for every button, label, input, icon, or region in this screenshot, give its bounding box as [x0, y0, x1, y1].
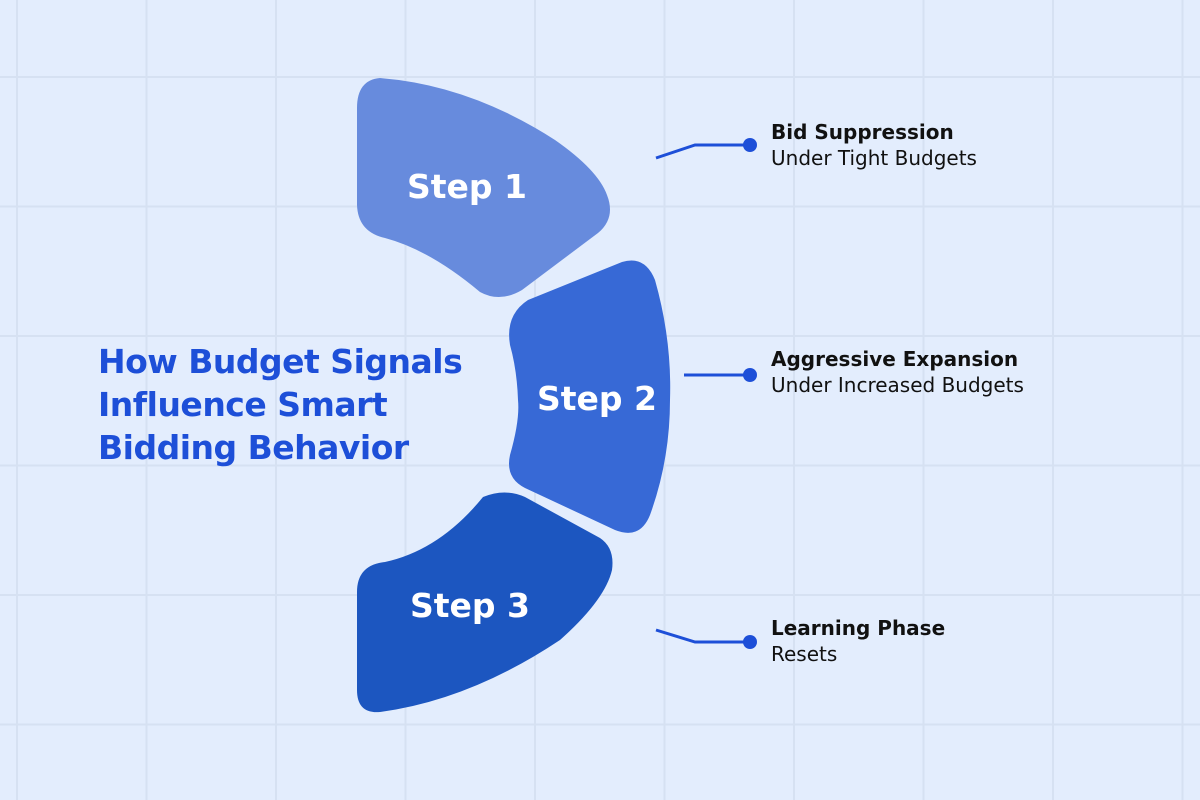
diagram-title: How Budget Signals Influence Smart Biddi… — [98, 340, 463, 469]
callout-step-1: Bid Suppression Under Tight Budgets — [771, 119, 977, 171]
step-1: Step 1 — [357, 78, 610, 298]
connector-dot-3 — [743, 635, 757, 649]
step-1-shape — [357, 78, 610, 298]
callout-subtitle: Under Tight Budgets — [771, 146, 977, 170]
step-2: Step 2 — [509, 260, 671, 533]
callout-title: Learning Phase — [771, 616, 946, 640]
title-line: How Budget Signals — [98, 342, 463, 381]
connector-dot-2 — [743, 368, 757, 382]
step-1-label: Step 1 — [407, 167, 527, 206]
callout-subtitle: Resets — [771, 642, 838, 666]
callout-subtitle: Under Increased Budgets — [771, 373, 1024, 397]
connector-line-3 — [655, 628, 750, 644]
step-2-label: Step 2 — [537, 379, 657, 418]
connector-line-1 — [655, 143, 750, 160]
connectors — [655, 143, 750, 644]
step-3: Step 3 — [357, 492, 613, 713]
callout-step-3: Learning Phase Resets — [771, 615, 945, 667]
callout-step-2: Aggressive Expansion Under Increased Bud… — [771, 346, 1024, 398]
title-line: Influence Smart — [98, 385, 388, 424]
connector-dot-1 — [743, 138, 757, 152]
step-3-label: Step 3 — [410, 586, 530, 625]
title-line: Bidding Behavior — [98, 428, 409, 467]
step-2-shape — [509, 260, 671, 533]
callout-title: Bid Suppression — [771, 120, 954, 144]
step-3-shape — [357, 492, 613, 713]
callout-title: Aggressive Expansion — [771, 347, 1019, 371]
